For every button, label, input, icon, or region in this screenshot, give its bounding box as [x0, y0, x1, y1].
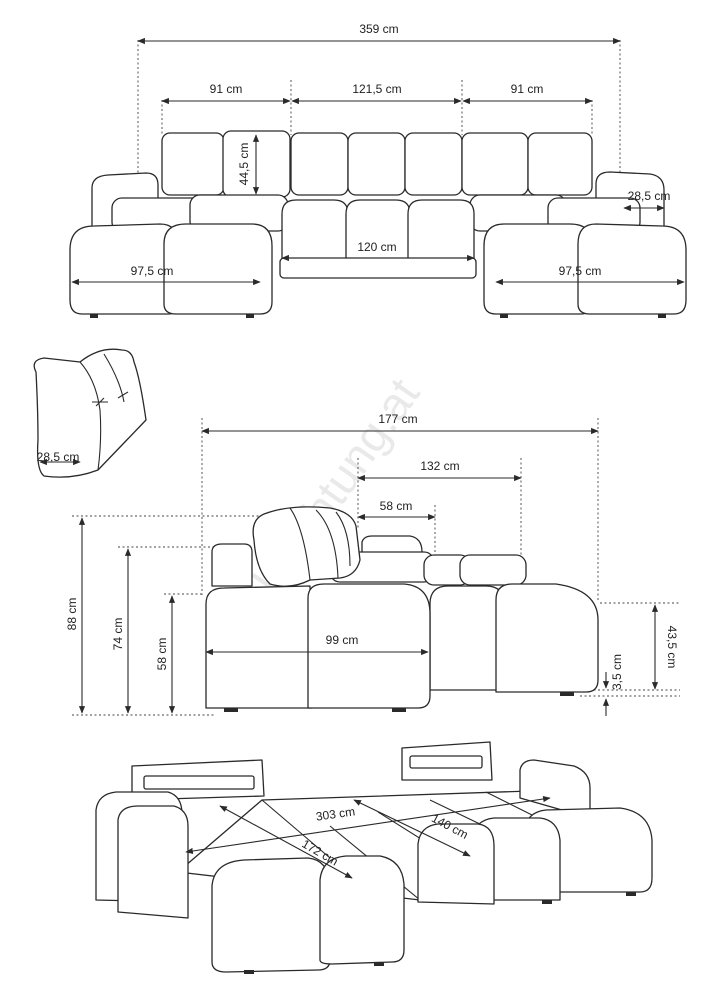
label-right-chaise-width: 97,5 cm [559, 264, 602, 278]
dim-bed-width [353, 799, 471, 857]
label-front-width: 99 cm [326, 633, 359, 647]
label-armrest-width: 28,5 cm [628, 189, 671, 203]
label-leg-height: 3,5 cm [610, 654, 624, 690]
label-middle-seat-width: 120 cm [357, 240, 396, 254]
dim-chaise-length [219, 805, 353, 879]
label-back-cushion-height: 44,5 cm [237, 143, 251, 186]
cushion-detail [33, 348, 147, 478]
label-seat-height: 58 cm [155, 638, 169, 671]
label-seat-depth: 58 cm [380, 499, 413, 513]
label-total-depth: 177 cm [378, 412, 417, 426]
label-backrest-height: 74 cm [111, 618, 125, 651]
label-back-right: 91 cm [511, 82, 544, 96]
label-total-width: 359 cm [359, 22, 398, 36]
label-cushion-depth: 28,5 cm [37, 450, 80, 464]
front-view-sofa [69, 40, 687, 318]
bed-view-sofa [95, 741, 653, 974]
label-chaise-depth: 132 cm [420, 459, 459, 473]
label-left-chaise-width: 97,5 cm [131, 264, 174, 278]
label-chaise-height: 43,5 cm [665, 626, 679, 669]
label-back-left: 91 cm [210, 82, 243, 96]
label-back-middle: 121,5 cm [352, 82, 401, 96]
side-view-sofa [72, 418, 680, 716]
label-total-height: 88 cm [65, 598, 79, 631]
